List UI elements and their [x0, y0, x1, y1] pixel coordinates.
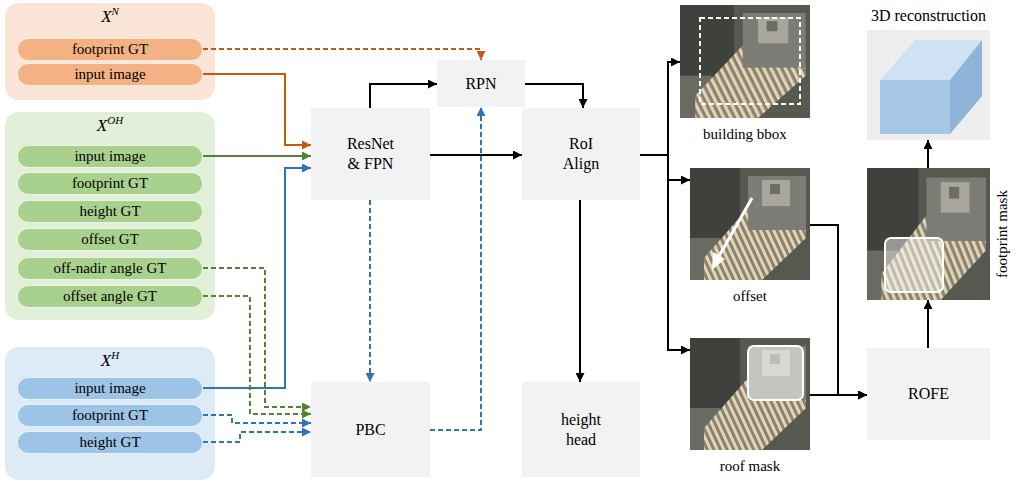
group-heading: XH	[5, 349, 215, 371]
result-image: building bbox	[680, 5, 810, 118]
connector	[203, 155, 311, 157]
item-label: footprint GT	[72, 407, 148, 424]
input-item: footprint GT	[17, 172, 203, 195]
group-heading: XN	[5, 5, 215, 27]
connector	[203, 296, 311, 414]
input-group: XNfootprint GTinput image	[5, 3, 215, 100]
item-label: off-nadir angle GT	[53, 260, 166, 277]
module-label: PBC	[355, 420, 385, 440]
item-label: height GT	[79, 434, 140, 451]
connector	[203, 49, 481, 60]
input-item: height GT	[17, 200, 203, 223]
input-item: offset angle GT	[17, 285, 203, 308]
image-caption: building bbox	[703, 126, 787, 143]
connector	[810, 225, 867, 395]
module-box: RoI Align	[522, 108, 640, 200]
result-image: roof mask	[690, 338, 810, 450]
module-box: height head	[522, 382, 640, 477]
connector	[203, 268, 311, 407]
connector	[810, 394, 867, 396]
image-caption: roof mask	[720, 458, 780, 475]
input-item: input image	[17, 63, 203, 86]
module-box: PBC	[311, 382, 430, 477]
satellite-image	[867, 168, 990, 300]
group-title: H	[111, 349, 119, 361]
connector	[927, 140, 929, 168]
connector	[525, 84, 583, 108]
input-item: offset GT	[17, 228, 203, 251]
roof-mask	[748, 346, 803, 400]
image-caption: 3D reconstruction	[871, 7, 986, 25]
cuboid-face	[950, 40, 982, 134]
item-label: offset GT	[81, 231, 139, 248]
item-label: input image	[74, 66, 145, 83]
bbox-outline	[700, 18, 800, 104]
group-title: X	[101, 351, 111, 370]
item-label: input image	[74, 148, 145, 165]
module-box: RPN	[437, 60, 525, 107]
render-background	[867, 30, 990, 140]
offset-arrow	[718, 198, 752, 258]
connector	[640, 62, 680, 155]
connector	[203, 415, 311, 423]
connector	[430, 107, 481, 430]
input-item: input image	[17, 145, 203, 168]
connector	[203, 432, 311, 442]
module-box: ResNet & FPN	[311, 108, 430, 200]
item-label: height GT	[79, 203, 140, 220]
item-label: footprint GT	[72, 175, 148, 192]
image-caption: footprint mask	[994, 190, 1011, 278]
input-group: XOH input image footprint GT height GT offse…	[5, 112, 215, 320]
satellite-image	[690, 168, 810, 280]
result-image: offset	[690, 168, 810, 280]
group-heading: XOH	[5, 114, 215, 136]
connector	[370, 84, 437, 108]
connector	[640, 155, 690, 350]
connector	[579, 200, 581, 382]
connector	[203, 168, 311, 388]
module-label: RoI Align	[563, 134, 599, 174]
satellite-image	[690, 338, 810, 450]
cuboid-face	[880, 80, 950, 134]
connector	[203, 74, 311, 145]
footprint-mask	[885, 238, 943, 292]
offset-arrowhead	[712, 252, 725, 270]
image-caption: offset	[733, 288, 767, 305]
satellite-image	[680, 5, 810, 118]
module-label: height head	[561, 410, 601, 450]
item-label: offset angle GT	[63, 288, 157, 305]
connector	[430, 154, 522, 156]
result-image: 3D reconstruction	[867, 30, 990, 140]
item-label: footprint GT	[72, 41, 148, 58]
connector	[640, 155, 690, 180]
input-item: off-nadir angle GT	[17, 257, 203, 280]
connector	[927, 300, 929, 348]
result-image: footprint mask	[867, 168, 990, 300]
input-item: height GT	[17, 431, 203, 454]
input-item: input image	[17, 377, 203, 400]
item-label: input image	[74, 380, 145, 397]
input-item: footprint GT	[17, 404, 203, 427]
group-title: X	[101, 7, 111, 26]
group-title: N	[112, 5, 119, 17]
module-label: ResNet & FPN	[347, 134, 394, 174]
group-title: OH	[107, 114, 123, 126]
input-item: footprint GT	[17, 38, 203, 61]
input-group: XHinput imagefootprint GTheight GT	[5, 347, 215, 480]
connector	[369, 200, 371, 382]
module-label: ROFE	[908, 384, 949, 404]
group-title: X	[97, 116, 107, 135]
module-box: ROFE	[867, 348, 990, 440]
module-label: RPN	[465, 74, 496, 94]
